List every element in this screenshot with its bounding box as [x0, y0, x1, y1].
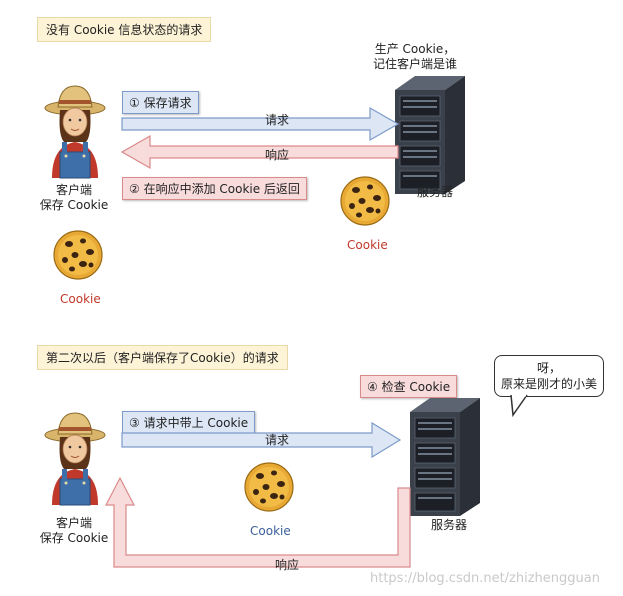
cookie-icon [244, 462, 294, 512]
response-label: 响应 [265, 148, 290, 162]
section1-title: 没有 Cookie 信息状态的请求 [37, 17, 212, 42]
step2-label: ② 在响应中添加 Cookie 后返回 [122, 177, 307, 200]
client-label: 客户端 保存 Cookie [39, 516, 109, 545]
cookie-label-server: Cookie [347, 238, 388, 252]
step4-label: ④ 检查 Cookie [360, 375, 458, 398]
request-label: 请求 [265, 433, 290, 447]
server-top-label: 生产 Cookie， 记住客户端是谁 [372, 42, 457, 71]
step1-label: ① 保存请求 [122, 91, 199, 114]
client-label: 客户端 保存 Cookie [39, 183, 109, 212]
cookie-label-client: Cookie [60, 292, 101, 306]
step3-label: ③ 请求中带上 Cookie [122, 411, 256, 434]
response-label: 响应 [275, 558, 300, 572]
watermark: https://blog.csdn.net/zhizhengguan [370, 571, 600, 586]
request-label: 请求 [265, 113, 290, 127]
server-label: 服务器 [416, 185, 453, 199]
section2-title: 第二次以后（客户端保存了Cookie）的请求 [37, 345, 288, 370]
speech-bubble-icon [510, 393, 528, 418]
cookie-label-middle: Cookie [250, 524, 291, 538]
server-label: 服务器 [430, 518, 467, 532]
speech-bubble: 呀， 原来是刚才的小美 [494, 355, 605, 397]
